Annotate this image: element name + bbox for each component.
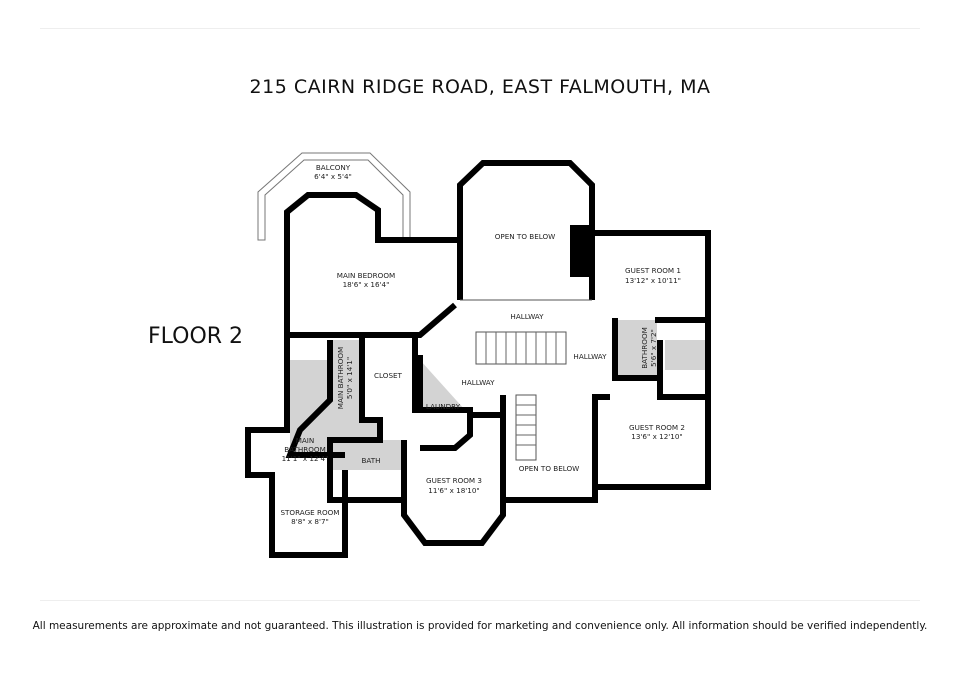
bottom-divider xyxy=(40,600,920,601)
fireplace-block xyxy=(570,225,590,277)
hallway-right: HALLWAY xyxy=(573,352,607,361)
main-bathroom-2-size: 11'1" x 12'4" xyxy=(282,454,329,463)
main-bathroom-2-name: MAIN xyxy=(296,436,315,445)
wet-areas xyxy=(290,320,708,470)
walls xyxy=(245,160,711,558)
floor-label: FLOOR 2 xyxy=(148,324,244,349)
balcony-name: BALCONY xyxy=(316,163,351,172)
balcony-size: 6'4" x 5'4" xyxy=(314,172,352,181)
guest-room-2-size: 13'6" x 12'10" xyxy=(631,432,682,441)
room-labels: BALCONY 6'4" x 5'4" MAIN BEDROOM 18'6" x… xyxy=(280,163,685,526)
main-bedroom-name: MAIN BEDROOM xyxy=(337,271,395,280)
guest-room-3-name: GUEST ROOM 3 xyxy=(426,476,482,485)
storage-room-size: 8'8" x 8'7" xyxy=(291,517,329,526)
laundry-name: LAUNDRY xyxy=(426,402,461,411)
bathroom-name: BATHROOM xyxy=(640,327,649,369)
bathroom-size: 5'6" x 7'2" xyxy=(649,329,658,367)
main-bathroom-1-name: MAIN BATHROOM xyxy=(336,347,345,410)
staircase xyxy=(460,299,592,461)
open-to-below-2: OPEN TO BELOW xyxy=(519,464,580,473)
hallway-top: HALLWAY xyxy=(510,312,544,321)
guest-room-1-name: GUEST ROOM 1 xyxy=(625,266,681,275)
main-bedroom-size: 18'6" x 16'4" xyxy=(343,280,390,289)
guest-room-3-size: 11'6" x 18'10" xyxy=(428,486,479,495)
guest-room-2-name: GUEST ROOM 2 xyxy=(629,423,685,432)
top-divider xyxy=(40,28,920,29)
closet-name: CLOSET xyxy=(374,371,403,380)
disclaimer: All measurements are approximate and not… xyxy=(32,620,928,632)
open-to-below-1: OPEN TO BELOW xyxy=(495,232,556,241)
page-title: 215 CAIRN RIDGE ROAD, EAST FALMOUTH, MA xyxy=(249,76,711,98)
bath-name: BATH xyxy=(361,456,380,465)
main-bathroom-1-size: 5'0" x 14'1" xyxy=(345,357,354,399)
hallway-left: HALLWAY xyxy=(461,378,495,387)
guest-room-1-size: 13'12" x 10'11" xyxy=(625,276,681,285)
storage-room-name: STORAGE ROOM xyxy=(280,508,339,517)
main-bathroom-2-name2: BATHROOM xyxy=(284,445,326,454)
